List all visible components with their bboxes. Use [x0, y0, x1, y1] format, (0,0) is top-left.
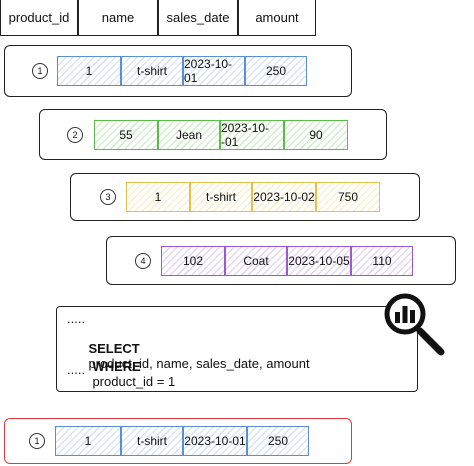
cell-name: t-shirt: [121, 426, 183, 456]
cell-amount: 110: [351, 245, 413, 276]
cell-amount: 250: [245, 56, 307, 86]
header-name: name: [78, 0, 158, 36]
cell-sales-date: 2023-10-01: [183, 56, 245, 86]
cell-product-id: 102: [161, 245, 225, 276]
row-number-badge: 3: [100, 189, 116, 205]
table-row: 3 1 t-shirt 2023-10-02 750: [70, 173, 420, 221]
cell-amount: 90: [284, 119, 348, 150]
query-select-line: SELECT product_id, name, sales_date, amo…: [74, 326, 310, 386]
cell-sales-date: 2023-10-05: [287, 245, 351, 276]
header-product-id: product_id: [0, 0, 78, 36]
header-amount: amount: [238, 0, 316, 36]
row-number-badge: 4: [135, 252, 151, 269]
cell-name: t-shirt: [121, 56, 183, 86]
cell-name: t-shirt: [190, 182, 252, 212]
row-number-badge: 1: [32, 63, 48, 79]
cell-product-id: 1: [55, 426, 121, 456]
table-row: 2 55 Jean 2023-10--01 90: [39, 109, 387, 160]
cell-amount: 250: [247, 426, 309, 456]
row-number-badge: 2: [67, 126, 83, 143]
query-ellipsis-top: .....: [67, 311, 86, 326]
cell-sales-date: 2023-10--01: [220, 119, 284, 150]
where-condition: product_id = 1: [92, 374, 176, 389]
cell-name: Jean: [158, 119, 220, 150]
select-columns: product_id, name, sales_date, amount: [88, 356, 310, 371]
where-keyword: WHERE: [92, 359, 141, 374]
result-row: 1 1 t-shirt 2023-10-01 250: [4, 418, 352, 464]
cell-product-id: 55: [94, 119, 158, 150]
select-keyword: SELECT: [88, 341, 140, 356]
table-row: 4 102 Coat 2023-10-05 110: [106, 236, 456, 285]
query-ellipsis-bottom: .....: [67, 362, 86, 377]
cell-sales-date: 2023-10-02: [252, 182, 316, 212]
table-row: 1 1 t-shirt 2023-10-01 250: [4, 45, 352, 97]
cell-sales-date: 2023-10-01: [183, 426, 247, 456]
query-where-line: WHERE product_id = 1: [78, 344, 175, 404]
cell-product-id: 1: [126, 182, 190, 212]
row-number-badge: 1: [29, 433, 45, 449]
cell-product-id: 1: [57, 56, 121, 86]
cell-amount: 750: [316, 182, 380, 212]
sql-query-box: ..... SELECT product_id, name, sales_dat…: [56, 306, 418, 392]
cell-name: Coat: [225, 245, 287, 276]
header-sales-date: sales_date: [158, 0, 238, 36]
search-analytics-icon: [384, 293, 445, 356]
